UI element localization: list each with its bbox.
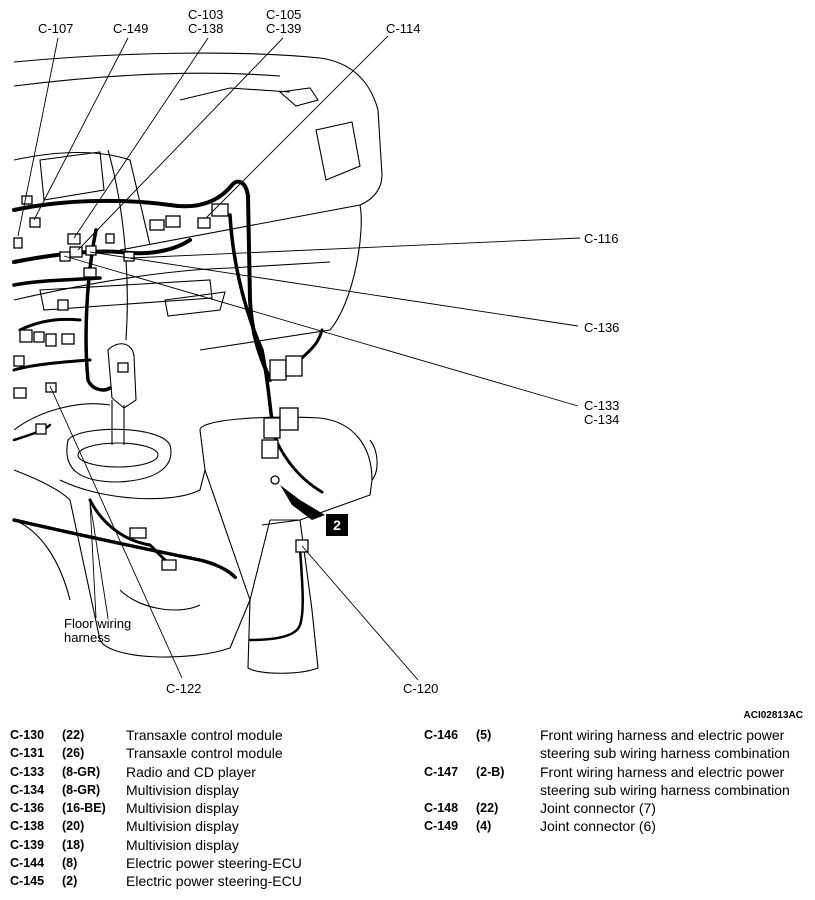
connector-code: C-139 xyxy=(10,837,45,852)
connector-legend-right: C-146 (5) Front wiring harness and electri… xyxy=(424,726,804,836)
label-floor-harness-2: harness xyxy=(64,630,111,645)
connector-code: C-145 xyxy=(10,874,45,889)
connector-pins: (22) xyxy=(476,801,499,816)
connector-description: Transaxle control module xyxy=(126,727,283,743)
connector-code: C-146 xyxy=(424,728,459,742)
connector-code: C-134 xyxy=(10,782,45,797)
connector-description: Multivision display xyxy=(126,836,239,853)
label-c120: C-120 xyxy=(403,681,438,696)
label-c149: C-149 xyxy=(113,21,148,36)
connector-description: Front wiring harness and electric power … xyxy=(540,763,790,798)
connector-description: Joint connector (6) xyxy=(540,818,656,835)
leader-lines xyxy=(17,35,581,681)
legend-row: C-131 (26) Transaxle control module xyxy=(10,744,390,762)
connector-code: C-147 xyxy=(424,764,459,779)
label-c139: C-139 xyxy=(266,21,301,36)
legend-row: C-136 (16-BE) Multivision display xyxy=(10,799,390,817)
wiring-diagram: 2 C-107 C-149 C-103 C-138 C-105 C-139 C-… xyxy=(12,7,619,696)
connector-code: C-136 xyxy=(10,801,45,816)
center-console xyxy=(13,343,378,674)
label-c122: C-122 xyxy=(166,681,201,696)
connector-pins: (8) xyxy=(62,856,78,871)
connector-description: Joint connector (7) xyxy=(540,800,656,817)
figure-id: ACI02813AC xyxy=(743,710,803,721)
connector-pins: (5) xyxy=(476,728,492,742)
label-c107: C-107 xyxy=(38,21,73,36)
connector-pins: (26) xyxy=(62,746,85,761)
connector-description: Front wiring harness and electric power … xyxy=(540,727,790,762)
connector-description: Multivision display xyxy=(126,800,239,817)
legend-row: C-138 (20) Multivision display xyxy=(10,817,390,835)
legend-row: C-134 (8-GR) Multivision display xyxy=(10,781,390,799)
connector-pins: (2) xyxy=(62,874,78,889)
connector-code: C-130 xyxy=(10,728,45,742)
connector-pins: (16-BE) xyxy=(62,801,106,816)
legend-row: C-145 (2) Electric power steering-ECU xyxy=(10,872,390,890)
legend-row: C-133 (8-GR) Radio and CD player xyxy=(10,763,390,781)
connector-pins: (20) xyxy=(62,819,85,834)
connector-pins: (18) xyxy=(62,837,85,852)
connector-description: Multivision display xyxy=(126,781,239,798)
label-floor-harness-1: Floor wiring xyxy=(64,616,131,631)
connector-pins: (8-GR) xyxy=(62,764,101,779)
label-c103: C-103 xyxy=(188,7,223,22)
connector-description: Radio and CD player xyxy=(126,763,256,780)
connector-code: C-149 xyxy=(424,819,459,834)
marker-2: 2 xyxy=(280,485,348,536)
connector-description: Multivision display xyxy=(126,818,239,835)
legend-row: C-130 (22) Transaxle control module xyxy=(10,726,390,744)
legend-row: C-139 (18) Multivision display xyxy=(10,836,390,854)
legend-row: C-149 (4) Joint connector (6) xyxy=(424,817,804,835)
legend-row: C-147 (2-B) Front wiring harness and elect… xyxy=(424,763,804,800)
connector-description: Electric power steering-ECU xyxy=(126,873,302,890)
connector-pins: (22) xyxy=(62,728,85,742)
connector-pins: (8-GR) xyxy=(62,782,101,797)
legend-row: C-148 (22) Joint connector (7) xyxy=(424,799,804,817)
connector-pins: (2-B) xyxy=(476,764,505,779)
connector-code: C-133 xyxy=(10,764,45,779)
label-c114: C-114 xyxy=(386,21,420,36)
label-c136: C-136 xyxy=(584,320,619,335)
connector-pins: (4) xyxy=(476,819,492,834)
label-c116: C-116 xyxy=(584,231,618,246)
connector-description: Transaxle control module xyxy=(126,745,283,762)
legend-row: C-144 (8) Electric power steering-ECU xyxy=(10,854,390,872)
legend-row: C-146 (5) Front wiring harness and electri… xyxy=(424,726,804,763)
label-c134: C-134 xyxy=(584,412,619,427)
marker-number: 2 xyxy=(333,517,341,533)
label-c138: C-138 xyxy=(188,21,223,36)
label-c105: C-105 xyxy=(266,7,301,22)
connector-description: Electric power steering-ECU xyxy=(126,855,302,872)
label-c133: C-133 xyxy=(584,398,619,413)
connector-code: C-131 xyxy=(10,746,45,761)
connector-code: C-138 xyxy=(10,819,45,834)
connector-code: C-144 xyxy=(10,856,45,871)
connector-code: C-148 xyxy=(424,801,459,816)
callout-labels: C-107 C-149 C-103 C-138 C-105 C-139 C-11… xyxy=(38,7,619,696)
